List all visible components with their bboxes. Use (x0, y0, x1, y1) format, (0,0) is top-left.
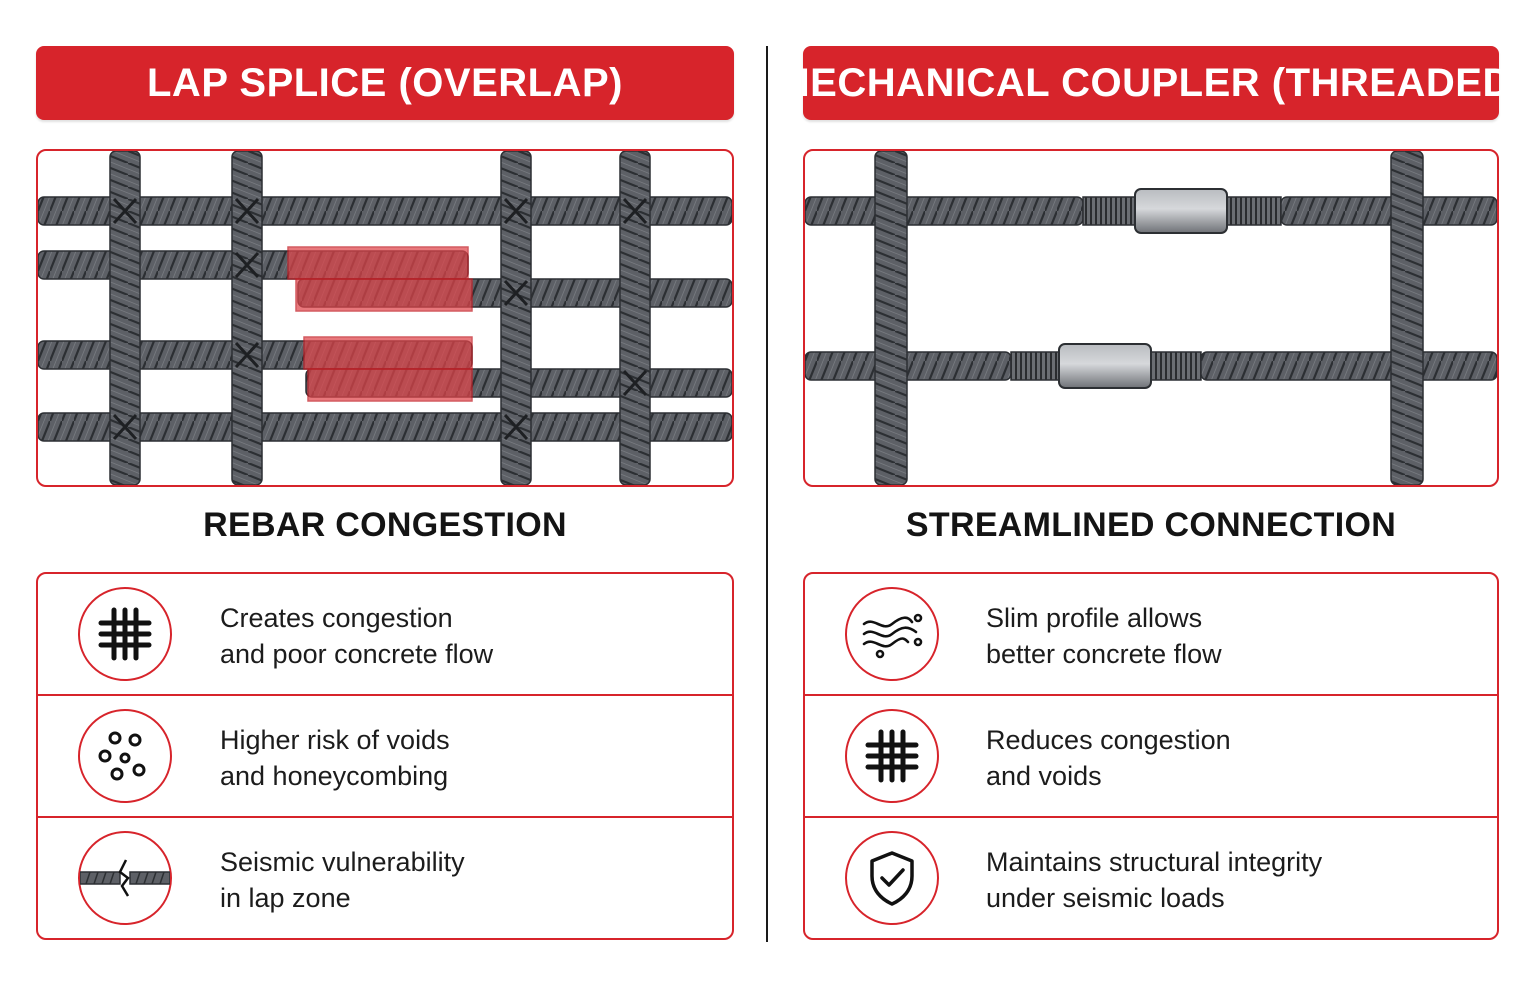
vertical-rebar (874, 151, 908, 485)
grid-icon (845, 709, 939, 803)
grid-icon (78, 587, 172, 681)
feature-line: and honeycombing (220, 761, 449, 791)
streamlined-connection-caption: STREAMLINED CONNECTION (905, 506, 1397, 544)
coupler-illustration (805, 151, 1497, 485)
shield-check-icon (845, 831, 939, 925)
feature-text: Maintains structural integrity under sei… (986, 844, 1486, 916)
flow-icon (845, 587, 939, 681)
threaded-coupler (1058, 343, 1152, 389)
feature-text: Slim profile allows better concrete flow (986, 600, 1486, 672)
lap-splice-diagram (36, 149, 734, 487)
feature-text: Seismic vulnerability in lap zone (220, 844, 720, 916)
lap-splice-highlight (307, 368, 473, 402)
feature-row: Maintains structural integrity under sei… (805, 818, 1497, 938)
feature-line: better concrete flow (986, 639, 1222, 669)
thread-section (1148, 351, 1202, 381)
horizontal-rebar (1280, 196, 1497, 226)
lap-splice-features: Creates congestion and poor concrete flo… (36, 572, 734, 940)
horizontal-rebar (805, 351, 1012, 381)
thread-section (1226, 196, 1282, 226)
rebar-congestion-caption: REBAR CONGESTION (203, 506, 567, 544)
voids-icon (78, 709, 172, 803)
feature-line: Maintains structural integrity (986, 847, 1323, 877)
feature-line: and voids (986, 761, 1102, 791)
feature-line: in lap zone (220, 883, 351, 913)
feature-line: Slim profile allows (986, 603, 1203, 633)
feature-row: Slim profile allows better concrete flow (805, 574, 1497, 696)
rebar-mesh-illustration (38, 151, 732, 485)
feature-line: Higher risk of voids (220, 725, 450, 755)
feature-row: Creates congestion and poor concrete flo… (38, 574, 732, 696)
vertical-rebar (1390, 151, 1424, 485)
feature-line: Reduces congestion (986, 725, 1231, 755)
column-divider (766, 46, 768, 942)
tie-wires (112, 197, 648, 441)
feature-row: Reduces congestion and voids (805, 696, 1497, 818)
lap-splice-highlight (303, 336, 473, 370)
horizontal-rebar (38, 412, 732, 442)
mechanical-coupler-features: Slim profile allows better concrete flow… (803, 572, 1499, 940)
mechanical-coupler-header: MECHANICAL COUPLER (THREADED) (776, 46, 1525, 120)
lap-splice-highlight (287, 246, 469, 280)
lap-splice-column: LAP SPLICE (OVERLAP) (36, 0, 734, 986)
lap-splice-highlight (295, 278, 473, 312)
mechanical-coupler-diagram (803, 149, 1499, 487)
feature-text: Higher risk of voids and honeycombing (220, 722, 720, 794)
threaded-coupler (1134, 188, 1228, 234)
cracked-rebar-icon (78, 831, 172, 925)
feature-line: under seismic loads (986, 883, 1225, 913)
mechanical-coupler-title: MECHANICAL COUPLER (THREADED) (776, 60, 1526, 105)
horizontal-rebar (1200, 351, 1497, 381)
vertical-rebar (500, 151, 532, 485)
feature-row: Seismic vulnerability in lap zone (38, 818, 732, 938)
lap-splice-title: LAP SPLICE (OVERLAP) (147, 60, 623, 105)
mechanical-coupler-column: MECHANICAL COUPLER (THREADED) STREAMLINE… (776, 0, 1525, 986)
vertical-rebar (109, 151, 141, 485)
feature-row: Higher risk of voids and honeycombing (38, 696, 732, 818)
vertical-rebar (231, 151, 263, 485)
feature-line: Creates congestion (220, 603, 453, 633)
vertical-rebar (619, 151, 651, 485)
thread-section (1082, 196, 1136, 226)
feature-text: Reduces congestion and voids (986, 722, 1486, 794)
feature-text: Creates congestion and poor concrete flo… (220, 600, 720, 672)
feature-line: and poor concrete flow (220, 639, 494, 669)
lap-splice-header: LAP SPLICE (OVERLAP) (36, 46, 734, 120)
feature-line: Seismic vulnerability (220, 847, 465, 877)
horizontal-rebar (38, 196, 732, 226)
horizontal-rebar (805, 196, 1084, 226)
thread-section (1010, 351, 1062, 381)
